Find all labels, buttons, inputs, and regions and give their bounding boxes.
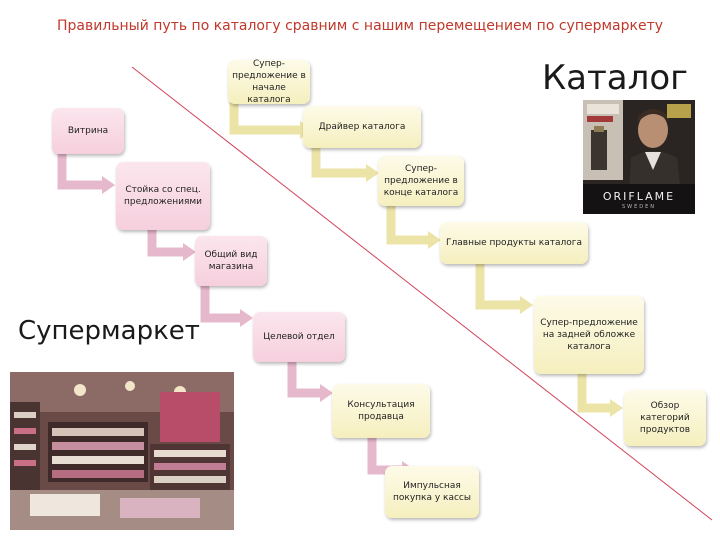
supermarket-label: Супермаркет — [18, 316, 200, 346]
store-step-5: Консультация продавца — [332, 384, 430, 438]
catalog-label: Каталог — [542, 58, 688, 98]
supermarket-photo — [10, 372, 234, 530]
store-step-6: Импульсная покупка у кассы — [385, 466, 479, 518]
store-step-1: Витрина — [52, 108, 124, 154]
supermarket-interior-art — [10, 372, 234, 530]
catalog-cover-brand: ORIFLAME — [583, 190, 695, 203]
arrow-catalog-2 — [316, 146, 366, 173]
catalog-cover-image: ORIFLAME SWEDEN — [583, 100, 695, 214]
arrow-store-3 — [205, 285, 240, 318]
catalog-step-3: Супер-предложение в конце каталога — [378, 156, 464, 206]
arrow-catalog-5-head — [610, 399, 623, 417]
store-step-3: Общий вид магазина — [195, 236, 267, 286]
catalog-step-6: Обзор категорий продуктов — [624, 390, 706, 446]
arrow-catalog-3 — [391, 205, 428, 240]
store-step-4: Целевой отдел — [253, 312, 345, 362]
arrow-store-1-head — [102, 176, 115, 194]
arrow-catalog-4-head — [520, 296, 533, 314]
arrow-store-1 — [62, 153, 102, 185]
arrow-catalog-4 — [480, 264, 520, 305]
arrow-store-2 — [152, 230, 183, 252]
arrow-store-4 — [292, 360, 320, 393]
arrow-catalog-5 — [582, 374, 610, 408]
catalog-cover-subbrand: SWEDEN — [583, 204, 695, 210]
catalog-step-5: Супер-предложение на задней обложке ката… — [534, 296, 644, 374]
catalog-step-4: Главные продукты каталога — [440, 222, 588, 264]
arrow-store-3-head — [240, 309, 253, 327]
catalog-step-2: Драйвер каталога — [303, 106, 421, 148]
store-step-2: Стойка со спец. предложениями — [116, 162, 210, 230]
catalog-step-1: Супер-предложение в начале каталога — [228, 60, 310, 104]
